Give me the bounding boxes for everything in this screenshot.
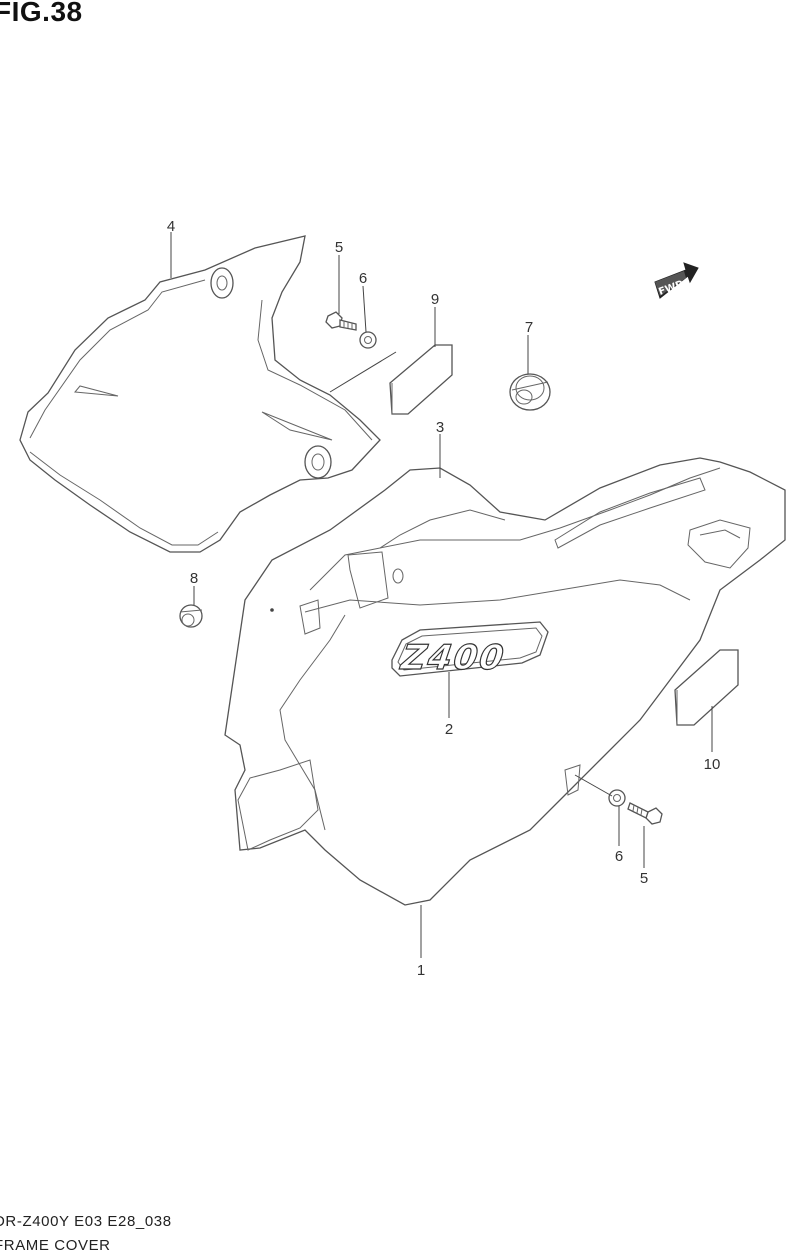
emblem-text: Z400 — [398, 638, 508, 678]
callout-4: 4 — [167, 218, 175, 235]
callout-5-upper: 5 — [335, 239, 343, 256]
fwd-arrow-icon: FWD — [654, 262, 699, 299]
figure-title: FIG.38 — [0, 0, 83, 27]
assembly-line-upper — [329, 351, 397, 393]
leader-line — [362, 285, 367, 333]
callout-3: 3 — [436, 419, 444, 436]
part-10-label[interactable] — [674, 649, 739, 726]
callout-6-lower: 6 — [615, 848, 623, 865]
model-code: DR-Z400Y E03 E28_038 — [0, 1213, 172, 1230]
callout-1: 1 — [417, 962, 425, 979]
part-4-left-frame-cover[interactable] — [19, 235, 381, 553]
callout-2: 2 — [445, 721, 453, 738]
callout-10: 10 — [704, 756, 721, 773]
part-6-washer-upper[interactable] — [359, 331, 377, 349]
part-8-grommet[interactable] — [179, 604, 203, 628]
part-5-bolt-lower[interactable] — [627, 802, 663, 825]
assembly-line-lower — [574, 774, 613, 797]
section-name: FRAME COVER — [0, 1237, 111, 1254]
callout-9: 9 — [431, 291, 439, 308]
part-7-grommet[interactable] — [509, 373, 551, 411]
part-6-washer-lower[interactable] — [608, 789, 626, 807]
callout-7: 7 — [525, 319, 533, 336]
part-2-z400-emblem[interactable]: Z400 — [391, 621, 549, 679]
part-1-right-frame-cover[interactable] — [224, 457, 786, 906]
part-9-label[interactable] — [389, 344, 453, 415]
callout-8: 8 — [190, 570, 198, 587]
part-5-bolt-upper[interactable] — [325, 311, 357, 331]
callout-5-lower: 5 — [640, 870, 648, 887]
callout-6-upper: 6 — [359, 270, 367, 287]
